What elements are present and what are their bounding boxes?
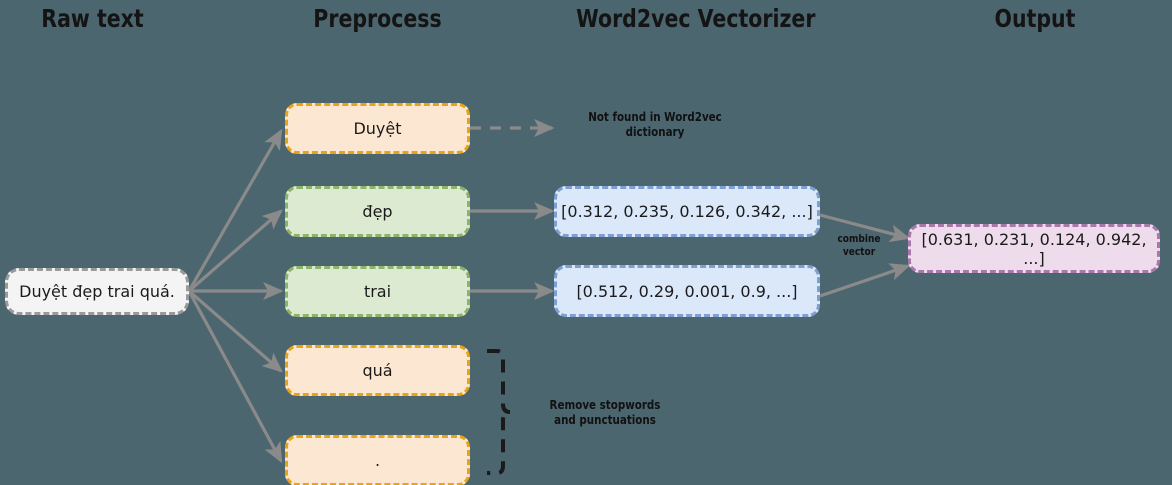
combine-vector-annotation-line1: combine: [837, 233, 881, 245]
combine-vector-annotation-line2: vector: [842, 246, 876, 259]
raw-text-box[interactable]: Duyệt đẹp trai quá.: [5, 268, 189, 315]
column-header-word2vec-vectorizer: Word2vec Vectorizer: [576, 4, 816, 33]
vector-box-dep[interactable]: [0.312, 0.235, 0.126, 0.342, ...]: [554, 186, 820, 237]
token-label: .: [374, 451, 381, 470]
token-label: Duyệt: [353, 119, 402, 138]
vector-label: [0.312, 0.235, 0.126, 0.342, ...]: [561, 202, 813, 221]
vector-label: [0.512, 0.29, 0.001, 0.9, ...]: [576, 281, 798, 301]
remove-stopwords-annotation-line1: Remove stopwords: [549, 398, 661, 412]
edges-tokens-to-vectors: [470, 202, 555, 300]
edges-rawtext-to-tokens: [187, 128, 284, 464]
column-header-output: Output: [994, 4, 1076, 33]
remove-stopwords-annotation-line2: and punctuations: [554, 413, 656, 427]
token-label: quá: [362, 361, 393, 380]
token-box-dep[interactable]: đẹp: [285, 186, 470, 237]
token-box-duyet[interactable]: Duyệt: [285, 103, 470, 154]
not-found-annotation: Not found in Word2vec dictionary: [573, 110, 736, 140]
combine-vector-annotation: combine vector: [831, 233, 888, 259]
stopword-brace: [487, 349, 511, 475]
token-box-punctuation[interactable]: .: [285, 435, 470, 485]
output-vector-box[interactable]: [0.631, 0.231, 0.124, 0.942, ...]: [908, 224, 1160, 273]
not-found-annotation-line1: Not found in Word2vec: [588, 110, 722, 124]
token-label: trai: [363, 282, 392, 301]
raw-text-label: Duyệt đẹp trai quá.: [19, 282, 175, 301]
remove-stopwords-annotation: Remove stopwords and punctuations: [523, 398, 686, 428]
token-box-qua[interactable]: quá: [285, 345, 470, 396]
column-header-raw-text: Raw text: [41, 4, 144, 33]
not-found-annotation-line2: dictionary: [625, 125, 685, 139]
output-vector-label: [0.631, 0.231, 0.124, 0.942, ...]: [921, 229, 1147, 268]
token-box-trai[interactable]: trai: [285, 266, 470, 317]
token-label: đẹp: [362, 202, 393, 221]
column-header-preprocess: Preprocess: [313, 4, 442, 33]
vector-box-trai[interactable]: [0.512, 0.29, 0.001, 0.9, ...]: [554, 265, 820, 317]
